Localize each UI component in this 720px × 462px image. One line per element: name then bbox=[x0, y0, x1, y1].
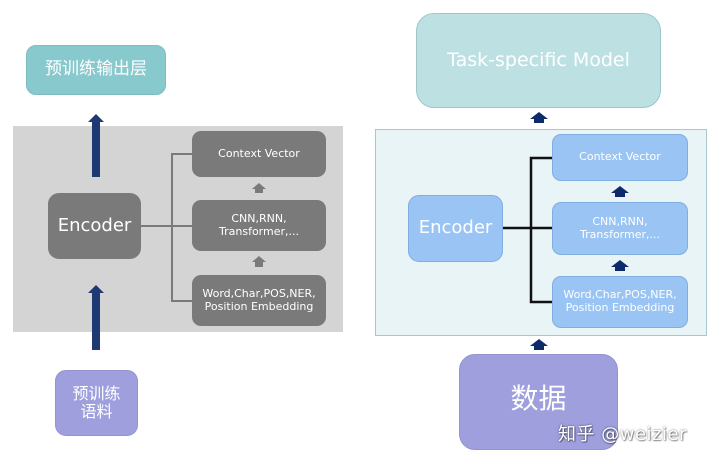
right-encoder-label: Encoder bbox=[418, 217, 493, 239]
watermark: 知乎 @weizier bbox=[558, 424, 687, 445]
right-embedding-label: Word,Char,POS,NER, Position Embedding bbox=[563, 288, 677, 314]
left-context-vector-box: Context Vector bbox=[192, 131, 326, 177]
right-connector bbox=[503, 156, 552, 304]
left-small-arrow-up-icon bbox=[252, 183, 266, 193]
data-label: 数据 bbox=[510, 381, 567, 415]
right-network-label: CNN,RNN, Transformer,... bbox=[580, 214, 660, 241]
left-encoder-label: Encoder bbox=[57, 214, 132, 236]
pretrain-output-layer-label: 预训练输出层 bbox=[45, 59, 147, 80]
left-arrow-to-output-icon bbox=[88, 114, 104, 177]
right-encoder-box: Encoder bbox=[408, 195, 503, 262]
left-network-label: CNN,RNN, Transformer,... bbox=[219, 211, 299, 238]
left-embedding-box: Word,Char,POS,NER, Position Embedding bbox=[192, 275, 326, 326]
left-arrow-from-corpus-icon bbox=[88, 285, 104, 350]
task-specific-model-box: Task-specific Model bbox=[416, 13, 661, 108]
task-specific-model-label: Task-specific Model bbox=[447, 48, 630, 71]
right-small-arrow-up-icon bbox=[611, 186, 629, 197]
left-connector bbox=[141, 153, 192, 302]
right-arrow-from-data-icon bbox=[530, 339, 548, 350]
right-connector-bracket bbox=[529, 156, 552, 304]
right-arrow-to-model-icon bbox=[530, 112, 548, 123]
left-small-arrow-up-icon bbox=[252, 256, 266, 267]
left-network-box: CNN,RNN, Transformer,... bbox=[192, 200, 326, 251]
left-encoder-box: Encoder bbox=[48, 193, 141, 259]
right-embedding-box: Word,Char,POS,NER, Position Embedding bbox=[552, 276, 688, 328]
left-embedding-label: Word,Char,POS,NER, Position Embedding bbox=[202, 286, 316, 313]
right-context-vector-box: Context Vector bbox=[552, 134, 688, 181]
right-network-box: CNN,RNN, Transformer,... bbox=[552, 202, 688, 255]
data-box: 数据 bbox=[459, 354, 618, 450]
pretrain-corpus-label: 预训练 语料 bbox=[72, 383, 121, 421]
right-context-vector-label: Context Vector bbox=[579, 150, 661, 164]
pretrain-output-layer-box: 预训练输出层 bbox=[26, 45, 166, 95]
pretrain-corpus-box: 预训练 语料 bbox=[55, 370, 138, 436]
right-small-arrow-up-icon bbox=[611, 260, 629, 271]
left-context-vector-label: Context Vector bbox=[218, 146, 300, 160]
left-connector-bracket bbox=[171, 153, 192, 302]
